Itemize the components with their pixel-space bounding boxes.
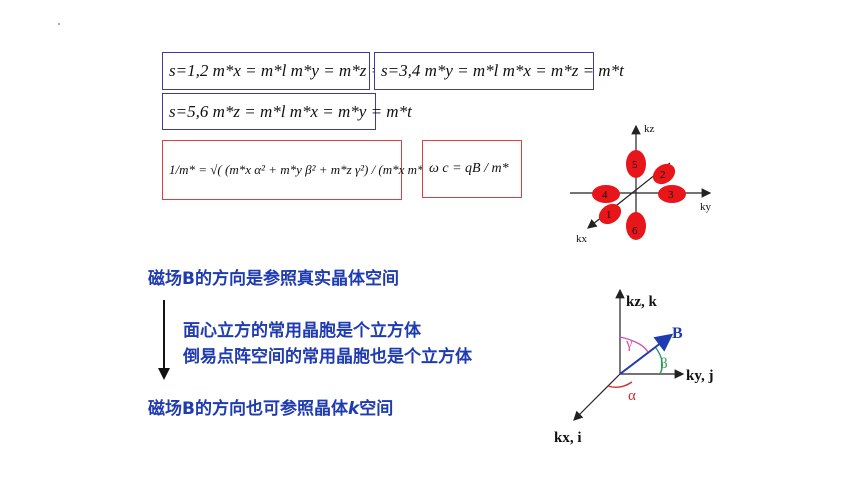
mass-formula: 1/m* = √( (m*x α² + m*y β² + m*z γ²) / (… (169, 162, 466, 177)
b-label: B (672, 325, 683, 342)
alpha-arc (607, 381, 633, 389)
gamma-label: γ (625, 336, 633, 352)
corner-dot (58, 23, 60, 25)
equation-s56: s=5,6 m*z = m*l m*x = m*y = m*t (169, 101, 412, 121)
ky-label-2: ky, j (686, 368, 714, 384)
kx-label-2: kx, i (554, 430, 582, 446)
ellipse-label-6: 6 (632, 225, 638, 237)
ellipse-4 (592, 185, 620, 203)
gamma-arc (619, 336, 649, 353)
ky-label: ky (700, 201, 712, 213)
equation-s34: s=3,4 m*y = m*l m*x = m*z = m*t (381, 61, 624, 80)
cyclotron-formula-box: ω c = qB / m* (422, 140, 522, 198)
ellipse-5 (626, 150, 646, 178)
equation-s12: s=1,2 m*x = m*l m*y = m*z = m*t (169, 61, 412, 80)
text-line-2: 面心立方的常用晶胞是个立方体 (183, 321, 421, 341)
kz-label: kz (644, 123, 655, 135)
ellipse-label-1: 1 (606, 209, 612, 221)
text-line-4-k: k (347, 399, 360, 419)
equation-box-s12: s=1,2 m*x = m*l m*y = m*z = m*t (162, 52, 412, 90)
mass-formula-box: 1/m* = √( (m*x α² + m*y β² + m*z γ²) / (… (162, 140, 465, 200)
text-line-4: 磁场B的方向也可参照晶体k空间 (148, 394, 393, 419)
b-vector (619, 333, 674, 375)
alpha-label: α (628, 388, 636, 404)
ellipse-6 (626, 212, 646, 240)
equation-box-s56: s=5,6 m*z = m*l m*x = m*y = m*t (162, 93, 412, 130)
beta-label: β (660, 356, 668, 372)
ellipse-2 (652, 163, 676, 185)
down-arrow (158, 300, 170, 380)
equation-box-s34: s=3,4 m*y = m*l m*x = m*z = m*t (374, 52, 624, 90)
ellipse-3 (658, 185, 686, 203)
ellipse-label-5: 5 (632, 159, 638, 171)
kx-label: kx (576, 233, 588, 245)
fermi-ellipsoid-diagram: 5 6 4 3 2 1 kz ky kx (570, 123, 712, 245)
cyclotron-formula: ω c = qB / m* (429, 161, 509, 176)
text-line-1: 磁场B的方向是参照真实晶体空间 (148, 269, 399, 289)
b-direction-diagram: γ β α B kz, k ky, j kx, i (554, 288, 714, 446)
ellipse-label-2: 2 (660, 169, 666, 181)
kx-axis-2 (573, 373, 621, 421)
text-line-3: 倒易点阵空间的常用晶胞也是个立方体 (183, 347, 472, 367)
kz-label-2: kz, k (626, 294, 658, 310)
beta-arc (655, 347, 663, 375)
ellipse-label-4: 4 (602, 189, 608, 201)
ellipse-label-3: 3 (668, 189, 674, 201)
ellipse-1 (598, 203, 622, 225)
text-line-4-pre: 磁场B的方向也可参照晶体 (148, 399, 348, 419)
text-line-4-post: 空间 (359, 399, 394, 419)
